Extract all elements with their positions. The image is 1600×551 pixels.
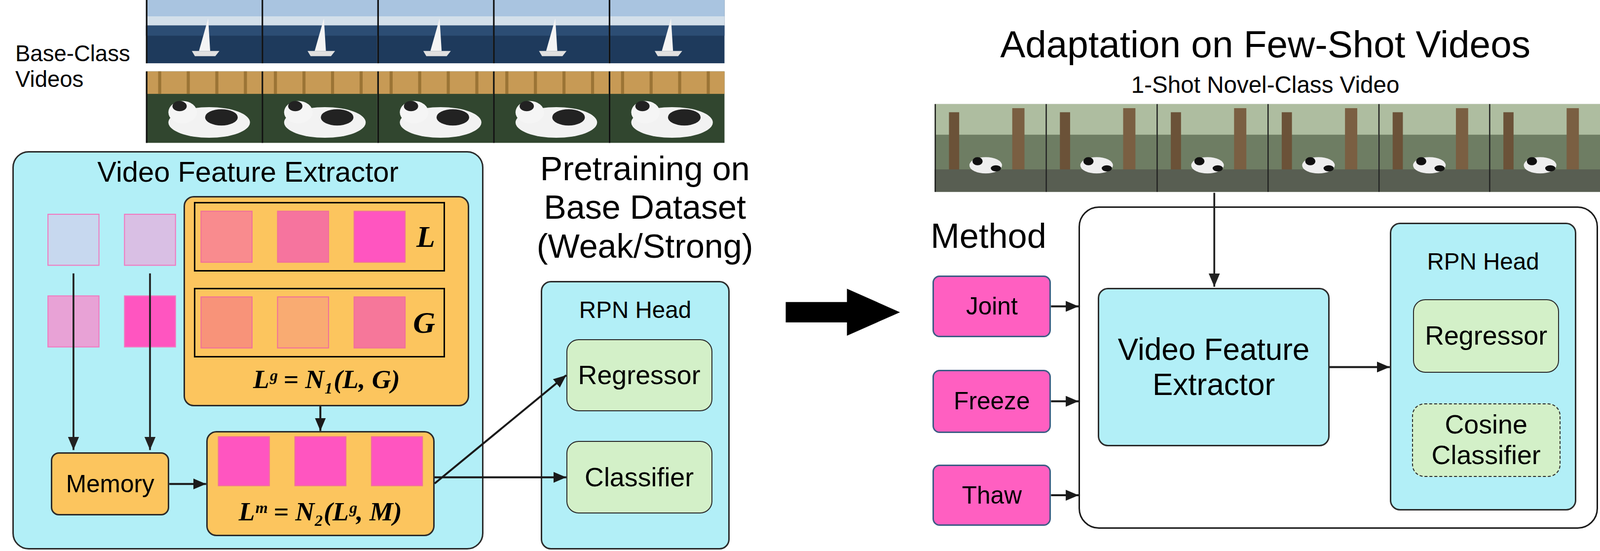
rpn-head-panel: RPN HeadRegressorClassifier — [540, 280, 730, 550]
classifier-box: Classifier — [566, 440, 713, 514]
video-frame — [377, 0, 494, 64]
stage-heading: Adaptation on Few-Shot Videos — [938, 22, 1593, 67]
cosine-classifier-box: Cosine Classifier — [1412, 403, 1561, 477]
memory-box: Memory — [50, 451, 170, 516]
method-box: Joint — [932, 275, 1051, 337]
feature-token — [124, 214, 176, 265]
flow-arrow — [434, 374, 567, 484]
video-frame — [146, 0, 262, 64]
video-frame — [1488, 104, 1600, 192]
feature-token — [277, 211, 329, 262]
base-video-strip — [146, 0, 725, 64]
extractor-box: Video Feature Extractor — [1097, 287, 1330, 447]
video-frame — [146, 71, 262, 144]
section-label: Method — [930, 216, 1084, 257]
strip-label: 1-Shot Novel-Class Video — [1131, 71, 1400, 98]
memory-fusion-block: Lᵐ = N₂(Lᵍ, M) — [206, 430, 435, 536]
box-label: Regressor — [1424, 320, 1548, 351]
strip-label: 1-Shot Novel-Class Video — [959, 71, 1572, 99]
flow-arrow — [1329, 365, 1390, 368]
video-frame — [377, 71, 494, 144]
box-label: Regressor — [578, 359, 701, 391]
video-frame — [1378, 104, 1490, 192]
section-label: Method — [930, 216, 1047, 256]
video-frame — [492, 0, 609, 64]
feature-token — [47, 214, 99, 265]
feature-token — [277, 296, 329, 348]
token-arrow — [148, 273, 151, 450]
video-frame — [608, 71, 725, 144]
feature-token — [47, 295, 99, 347]
feature-token — [354, 211, 406, 262]
flow-arrow — [1050, 304, 1079, 307]
method-box: Freeze — [932, 369, 1051, 433]
box-label: Freeze — [953, 386, 1030, 415]
flow-arrow — [319, 406, 322, 431]
strip-label: Base-Class Videos — [15, 40, 144, 93]
stage-arrow — [785, 288, 901, 336]
box-label: Thaw — [962, 481, 1022, 510]
fusion-block: Lᵍ = N₁(L, G) L G — [183, 195, 470, 407]
box-label: Memory — [66, 469, 155, 498]
feature-token — [371, 436, 423, 486]
feature-token — [218, 436, 270, 486]
box-label: Joint — [966, 292, 1018, 321]
feature-token — [354, 296, 406, 348]
formula-label: L — [416, 219, 436, 255]
feature-row: L — [193, 201, 446, 272]
box-label: Classifier — [584, 461, 694, 493]
stage-heading: Adaptation on Few-Shot Videos — [1000, 23, 1531, 66]
feature-token — [200, 296, 252, 348]
stage-heading: Pretraining on Base Dataset (Weak/Strong… — [522, 148, 768, 265]
novel-video-strip — [934, 104, 1600, 192]
strip-label: Base-Class Videos — [15, 40, 131, 92]
formula-label: Lᵍ = N₁(L, G) — [253, 364, 401, 395]
video-frame — [1045, 104, 1157, 192]
video-frame — [492, 71, 609, 144]
feature-token — [124, 295, 176, 347]
feature-row: G — [193, 287, 446, 358]
feature-token — [200, 211, 252, 262]
box-label: RPN Head — [1426, 248, 1539, 276]
regressor-box: Regressor — [566, 338, 713, 412]
flow-arrow — [169, 482, 206, 485]
stage-heading: Pretraining on Base Dataset (Weak/Strong… — [536, 149, 754, 265]
method-box: Thaw — [932, 464, 1051, 526]
box-label: RPN Head — [579, 296, 692, 324]
extractor-panel: Video Feature Extractor Lᵍ = N₁(L, G) L G Me… — [12, 150, 484, 550]
flow-arrow — [1050, 400, 1079, 403]
base-video-strip — [146, 71, 725, 144]
token-arrow — [72, 273, 75, 450]
video-frame — [1156, 104, 1268, 192]
video-frame — [934, 104, 1046, 192]
feature-token-squares — [47, 211, 423, 486]
rpn-head-panel: RPN HeadRegressorCosine Classifier — [1389, 222, 1577, 511]
video-frame — [261, 0, 378, 64]
box-label: Video Feature Extractor — [1105, 331, 1323, 403]
video-frame — [608, 0, 725, 64]
video-frame — [1267, 104, 1379, 192]
regressor-box: Regressor — [1413, 298, 1560, 373]
flow-arrow — [1050, 493, 1079, 496]
box-label: Cosine Classifier — [1418, 409, 1554, 471]
model-frame: Video Feature Extractor RPN HeadRegressor… — [1078, 206, 1599, 529]
input-arrow — [1213, 192, 1216, 287]
video-frame — [261, 71, 378, 144]
feature-token — [295, 436, 346, 486]
formula-label: G — [412, 304, 436, 340]
flow-arrow — [434, 476, 567, 479]
formula-label: Lᵐ = N₂(Lᵍ, M) — [238, 496, 403, 527]
box-label: Video Feature Extractor — [97, 155, 399, 189]
